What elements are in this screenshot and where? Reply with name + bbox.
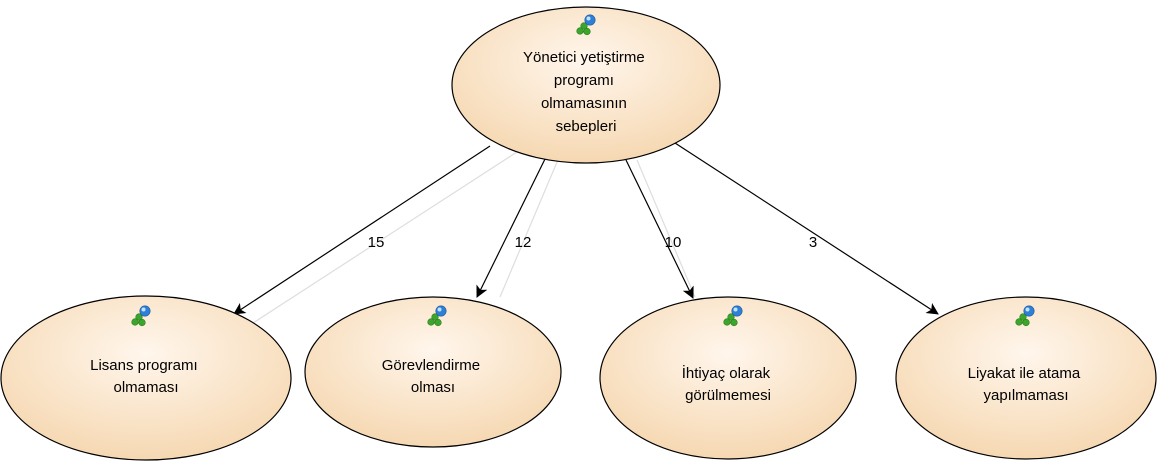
edge-root-to-ihtiyac [625,159,694,299]
edge-label-liyakat: 3 [809,234,817,251]
child-node-liyakat[interactable]: Liyakat ile atama yapılmaması [895,296,1157,460]
edge-root-to-lisans [233,145,491,315]
child-node-lisans[interactable]: Lisans programı olmaması [0,295,292,461]
root-node[interactable]: Yönetici yetiştirme programı olmamasının… [451,6,721,164]
root-node-line-2: programı [554,72,614,89]
edges [233,142,939,324]
edge-labels: 15 12 10 3 [368,234,818,251]
edge-root-to-liyakat [674,142,939,315]
root-node-line-1: Yönetici yetiştirme [523,49,645,66]
root-node-line-4: sebepleri [556,118,617,135]
edge-label-gorevlendirme: 12 [515,234,532,251]
child-node-gorevlendirme[interactable]: Görevlendirme olması [304,296,562,448]
child-node-lisans-label: Lisans programı olmaması [90,357,202,396]
root-node-line-3: olmamasının [541,95,627,112]
child-node-liyakat-label: Liyakat ile atama yapılmaması [968,365,1085,404]
child-node-ihtiyac-label: İhtiyaç olarak görülmemesi [682,364,775,404]
root-node-label: Yönetici yetiştirme programı olmamasının… [523,49,649,135]
child-node-ihtiyac[interactable]: İhtiyaç olarak görülmemesi [599,296,857,460]
edge-root-to-gorevlendirme [476,156,547,298]
edge-label-ihtiyac: 10 [665,234,682,251]
child-node-gorevlendirme-label: Görevlendirme olması [382,357,485,396]
edge-label-lisans: 15 [368,234,385,251]
